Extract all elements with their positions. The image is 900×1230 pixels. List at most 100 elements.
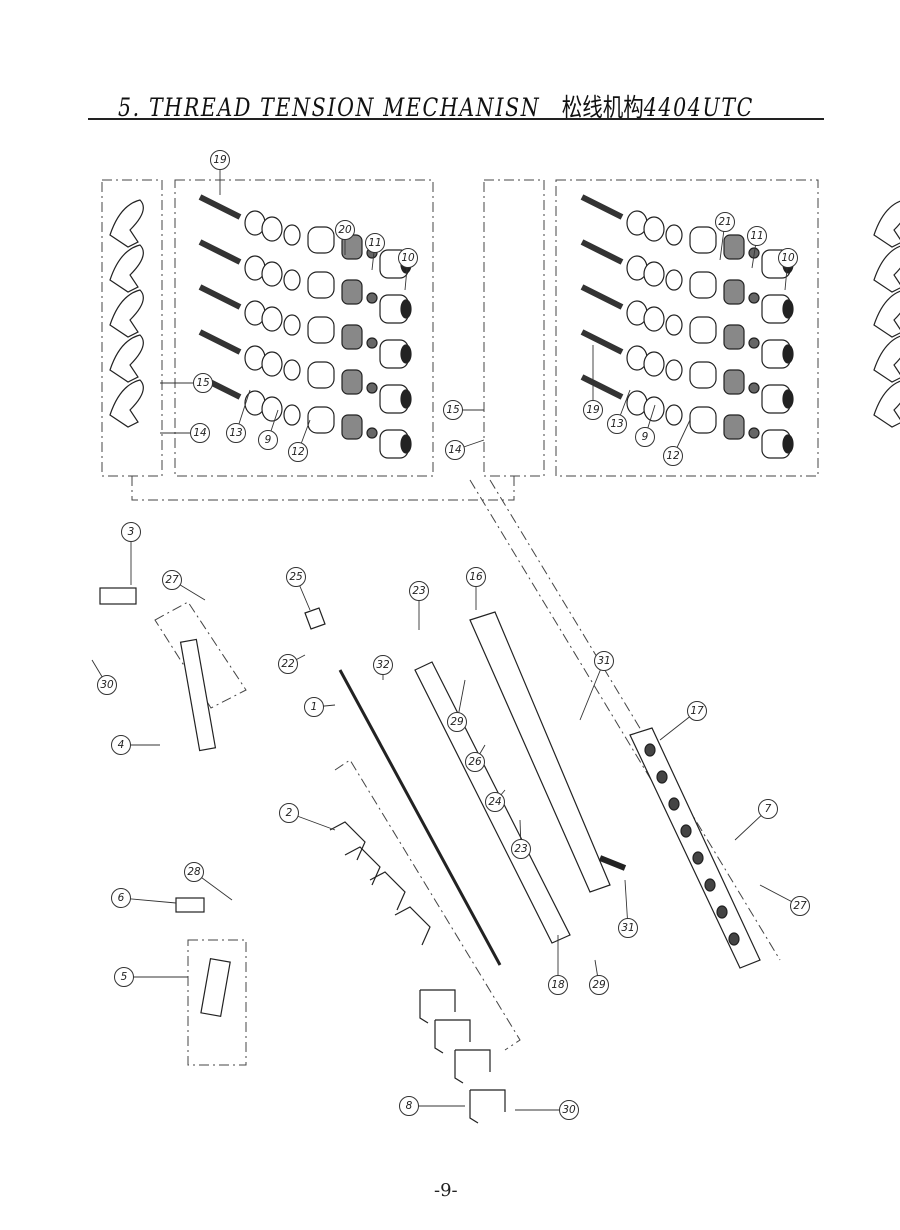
part-callout-7: 7 (758, 799, 778, 819)
callout-number: 11 (368, 237, 381, 249)
callout-number: 12 (666, 450, 680, 462)
tension-assembly-row (580, 239, 900, 324)
callout-number: 31 (597, 655, 610, 667)
callout-number: 17 (690, 705, 704, 717)
callout-number: 10 (781, 252, 795, 264)
callout-number: 29 (592, 979, 606, 991)
part-callout-23: 23 (511, 839, 531, 859)
callout-number: 4 (118, 739, 125, 751)
callout-number: 13 (610, 418, 623, 430)
part-callout-27: 27 (790, 896, 810, 916)
part-callout-8: 8 (399, 1096, 419, 1116)
callout-number: 23 (412, 585, 425, 597)
callout-number: 12 (291, 446, 305, 458)
callout-number: 14 (193, 427, 206, 439)
callout-number: 28 (187, 866, 201, 878)
callout-number: 1 (311, 701, 318, 713)
callout-number: 19 (213, 154, 227, 166)
callout-number: 20 (338, 224, 352, 236)
part-callout-9: 9 (258, 430, 278, 450)
tension-assembly-row (109, 284, 412, 369)
part-callout-19: 19 (583, 400, 603, 420)
callout-number: 11 (750, 230, 763, 242)
tension-assembly-row (580, 374, 900, 459)
callout-number: 16 (469, 571, 483, 583)
rod (338, 669, 502, 966)
callout-number: 30 (562, 1104, 576, 1116)
part-callout-23: 23 (409, 581, 429, 601)
callout-number: 9 (642, 431, 649, 443)
callout-number: 22 (281, 658, 295, 670)
callout-number: 5 (121, 971, 128, 983)
part-callout-1: 1 (304, 697, 324, 717)
callout-number: 7 (765, 803, 772, 815)
callout-number: 6 (118, 892, 125, 904)
tension-assembly-row (580, 284, 900, 369)
part-callout-5: 5 (114, 967, 134, 987)
part-callout-24: 24 (485, 792, 505, 812)
callout-number: 31 (621, 922, 634, 934)
callout-number: 29 (450, 716, 464, 728)
part-callout-6: 6 (111, 888, 131, 908)
callout-number: 25 (289, 571, 303, 583)
callout-number: 15 (446, 404, 460, 416)
block-3 (99, 587, 137, 605)
callout-number: 21 (718, 216, 731, 228)
part-callout-30: 30 (559, 1100, 579, 1120)
part-callout-12: 12 (663, 446, 683, 466)
part-callout-10: 10 (778, 248, 798, 268)
part-callout-21: 21 (715, 212, 735, 232)
part-callout-14: 14 (190, 423, 210, 443)
callout-number: 32 (376, 659, 390, 671)
part-callout-11: 11 (365, 233, 385, 253)
part-callout-15: 15 (193, 373, 213, 393)
callout-number: 19 (586, 404, 600, 416)
part-callout-20: 20 (335, 220, 355, 240)
title-zh: 松线机构 (561, 93, 644, 122)
part-callout-18: 18 (548, 975, 568, 995)
tension-assembly-row (109, 374, 412, 459)
callout-number: 8 (406, 1100, 413, 1112)
callout-number: 23 (514, 843, 527, 855)
title-underline (88, 118, 824, 120)
callout-number: 10 (401, 252, 415, 264)
part-callout-13: 13 (607, 414, 627, 434)
tension-assembly-row (580, 329, 900, 414)
tension-assembly-row (109, 329, 412, 414)
part-callout-16: 16 (466, 567, 486, 587)
part-callout-31: 31 (594, 651, 614, 671)
part-callout-32: 32 (373, 655, 393, 675)
model-number: 4404UTC (643, 93, 755, 122)
part-callout-2: 2 (279, 803, 299, 823)
callout-number: 15 (196, 377, 210, 389)
page-number: -9- (434, 1180, 458, 1201)
callout-number: 26 (468, 756, 482, 768)
part-callout-9: 9 (635, 427, 655, 447)
parts-drawings (99, 194, 900, 1124)
callout-number: 24 (488, 796, 501, 808)
part-callout-4: 4 (111, 735, 131, 755)
air-cylinder (200, 957, 231, 1017)
part-callout-17: 17 (687, 701, 707, 721)
part-callout-15: 15 (443, 400, 463, 420)
diagram-frames (101, 179, 819, 1066)
title-en: 5. THREAD TENSION MECHANISN (118, 93, 541, 122)
bracket-16 (469, 611, 611, 893)
callout-number: 9 (265, 434, 272, 446)
part-callout-13: 13 (226, 423, 246, 443)
callout-number: 13 (229, 427, 242, 439)
part-callout-29: 29 (447, 712, 467, 732)
part-callout-27: 27 (162, 570, 182, 590)
tension-assembly-row (580, 194, 900, 279)
callout-number: 2 (286, 807, 293, 819)
part-callout-26: 26 (465, 752, 485, 772)
leader-lines (91, 160, 801, 1111)
part-callout-12: 12 (288, 442, 308, 462)
block-6 (175, 897, 205, 913)
callout-number: 18 (551, 979, 565, 991)
part-callout-10: 10 (398, 248, 418, 268)
part-callout-11: 11 (747, 226, 767, 246)
tension-assembly-row (109, 239, 412, 324)
callout-number: 14 (448, 444, 461, 456)
